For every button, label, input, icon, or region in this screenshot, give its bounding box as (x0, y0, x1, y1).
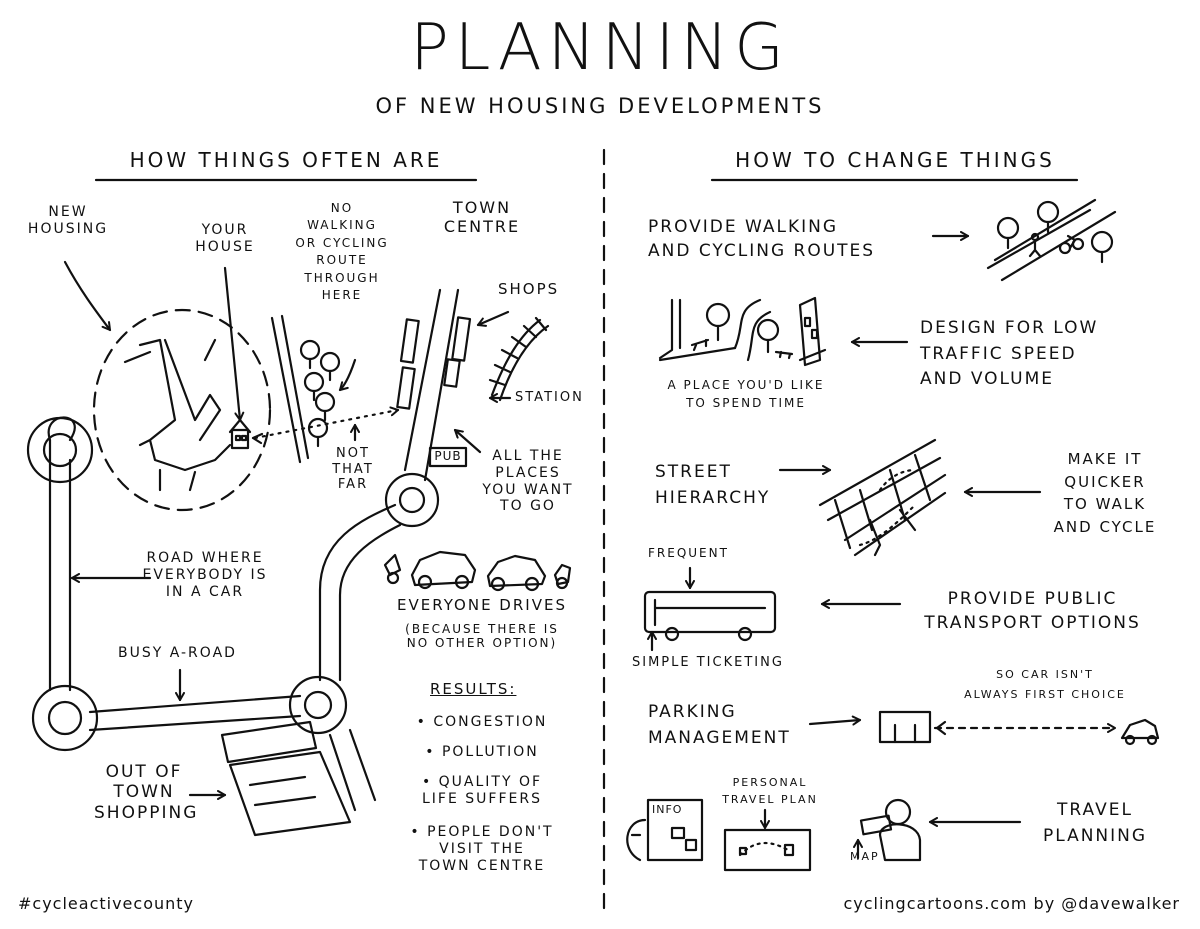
bus-drawing (645, 592, 775, 640)
street-hierarchy-drawing (820, 440, 945, 555)
label-parking: PARKING MANAGEMENT (648, 702, 791, 748)
result-town-centre: • PEOPLE DON'T VISIT THE TOWN CENTRE (410, 824, 554, 874)
results-heading: RESULTS: (430, 680, 517, 698)
label-travel-planning: TRAVEL PLANNING (1042, 800, 1148, 846)
page-title: PLANNING (410, 11, 790, 85)
label-simple-ticketing: SIMPLE TICKETING (632, 655, 784, 670)
label-public-transport: PROVIDE PUBLIC TRANSPORT OPTIONS (924, 589, 1141, 633)
page-subtitle: OF NEW HOUSING DEVELOPMENTS (375, 94, 825, 118)
right-heading: HOW TO CHANGE THINGS (735, 148, 1055, 172)
label-because: (BECAUSE THERE IS NO OTHER OPTION) (405, 622, 559, 651)
label-road-car: ROAD WHERE EVERYBODY IS IN A CAR (142, 550, 268, 600)
label-town-centre: TOWN CENTRE (443, 198, 521, 237)
cycle-path-drawing (988, 200, 1115, 280)
label-frequent: FREQUENT (648, 546, 729, 560)
result-quality: • QUALITY OF LIFE SUFFERS (421, 774, 543, 807)
label-pub: PUB (434, 449, 462, 463)
label-out-of-town: OUT OF TOWN SHOPPING (94, 762, 199, 823)
right-arrows (652, 236, 1040, 858)
label-place-spend: A PLACE YOU'D LIKE TO SPEND TIME (667, 378, 825, 410)
result-congestion: • CONGESTION (416, 714, 548, 730)
result-pollution: • POLLUTION (425, 744, 539, 760)
label-new-housing: NEW HOUSING (27, 204, 109, 237)
label-shops: SHOPS (498, 280, 560, 298)
label-your-house: YOUR HOUSE (195, 222, 255, 255)
footer-credit: cyclingcartoons.com by @davewalker (843, 894, 1180, 913)
parking-drawing (880, 712, 1158, 744)
footer-hashtag: #cycleactivecounty (18, 894, 194, 913)
travel-planning-drawing (627, 800, 920, 870)
label-map: MAP (850, 850, 880, 863)
low-traffic-street-drawing (660, 298, 825, 365)
label-not-that-far: NOT THAT FAR (332, 446, 374, 493)
label-car-not-first: SO CAR ISN'T ALWAYS FIRST CHOICE (964, 668, 1126, 701)
left-arrows (65, 262, 510, 795)
ring-road-map (28, 290, 570, 835)
label-travel-plan: PERSONAL TRAVEL PLAN (722, 776, 818, 806)
label-walking-routes: PROVIDE WALKING AND CYCLING ROUTES (648, 217, 876, 261)
label-station: STATION (515, 390, 584, 405)
label-everyone-drives: EVERYONE DRIVES (397, 596, 567, 614)
label-design-low: DESIGN FOR LOW TRAFFIC SPEED AND VOLUME (920, 318, 1099, 389)
left-heading: HOW THINGS OFTEN ARE (129, 148, 443, 172)
label-no-route: NO WALKING OR CYCLING ROUTE THROUGH HERE (295, 201, 389, 302)
label-busy-road: BUSY A-ROAD (118, 645, 237, 661)
label-info: INFO (652, 803, 683, 816)
label-all-places: ALL THE PLACES YOU WANT TO GO (482, 448, 574, 515)
label-make-quicker: MAKE IT QUICKER TO WALK AND CYCLE (1053, 450, 1157, 536)
label-street-hierarchy: STREET HIERARCHY (655, 462, 771, 508)
